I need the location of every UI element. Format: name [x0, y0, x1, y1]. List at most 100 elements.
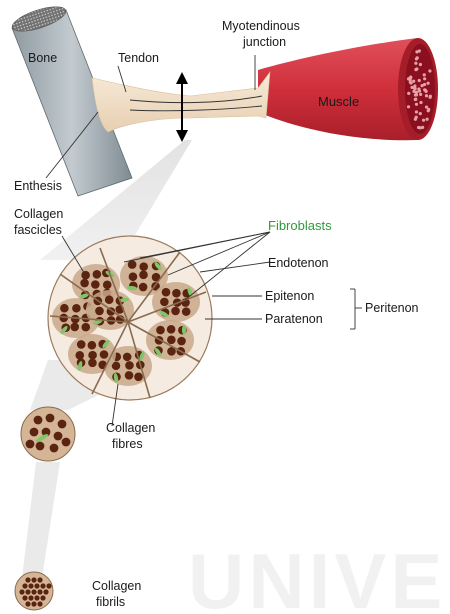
collagen-fibre-dot: [75, 351, 84, 360]
collagen-fibre-dot: [139, 271, 148, 280]
muscle-fibre-end: [429, 95, 432, 98]
collagen-fibril-dot: [31, 589, 36, 594]
collagen-fibre-dot: [125, 361, 134, 370]
collagen-fibril-dot: [25, 577, 30, 582]
collagen-fibre-dot: [134, 373, 143, 382]
collagen-fibre-dot: [103, 281, 112, 290]
muscle-fibre-end: [425, 94, 428, 97]
muscle-fibre-end: [417, 87, 420, 90]
collagen-fibril-dot: [37, 589, 42, 594]
collagen-fibre-dot: [80, 279, 89, 288]
muscle-fibre-end: [409, 81, 412, 84]
muscle-fibre-end: [415, 57, 418, 60]
collagen-fibril-dot: [40, 595, 45, 600]
label-enthesis: Enthesis: [14, 179, 62, 193]
muscle-fibre-end: [413, 84, 416, 87]
collagen-fibril-bundle: [15, 572, 53, 610]
label-collagen-fibres-1: Collagen: [106, 421, 155, 435]
collagen-fibril-dot: [31, 577, 36, 582]
collagen-fibre-dot: [105, 295, 114, 304]
collagen-fibre-dot: [139, 262, 148, 271]
collagen-fibre-dot: [72, 304, 81, 313]
collagen-fibre-dot: [60, 304, 69, 313]
label-muscle: Muscle: [318, 94, 359, 109]
collagen-fibre-dot: [88, 359, 97, 368]
collagen-fibre-dot: [88, 341, 97, 350]
collagen-fibre-dot: [128, 260, 137, 269]
collagen-fibre-dot: [58, 420, 67, 429]
label-collagen-fascicles-2: fascicles: [14, 223, 62, 237]
muscle-fibre-end: [414, 68, 417, 71]
muscle-fibre-end: [409, 75, 412, 78]
collagen-fibre-dot: [71, 315, 80, 324]
muscle-fibre-end: [423, 77, 426, 80]
collagen-fibre-dot: [167, 336, 176, 345]
collagen-fibre-dot: [54, 432, 63, 441]
fibroblast-cell: [182, 325, 186, 335]
collagen-fibre-dot: [91, 280, 100, 289]
collagen-fibril-dot: [28, 583, 33, 588]
label-myotendinous-1: Myotendinous: [222, 19, 300, 33]
label-tendon: Tendon: [118, 51, 159, 65]
muscle-fibre-end: [424, 90, 427, 93]
muscle-fibre-end: [414, 98, 417, 101]
muscle-fibre-end: [417, 126, 420, 129]
collagen-fibre-dot: [139, 283, 148, 292]
collagen-fibre-dot: [95, 307, 104, 316]
collagen-fibre-dot: [36, 442, 45, 451]
muscle-fibre-end: [425, 118, 428, 121]
muscle-fibre-end: [426, 82, 429, 85]
label-collagen-fibres-2: fibres: [112, 437, 143, 451]
collagen-fibre-dot: [50, 444, 59, 453]
collagen-fibre-dot: [34, 416, 43, 425]
collagen-fibril-dot: [28, 595, 33, 600]
collagen-fibre-dot: [46, 414, 55, 423]
label-peritenon: Peritenon: [365, 301, 419, 315]
muscle-fibre-end: [407, 92, 410, 95]
collagen-fibril-dot: [25, 589, 30, 594]
muscle: [258, 38, 438, 140]
label-fibroblasts: Fibroblasts: [268, 218, 332, 233]
collagen-fibril-dot: [34, 583, 39, 588]
collagen-fibre-dot: [177, 337, 186, 346]
collagen-fibril-dot: [46, 583, 51, 588]
collagen-fibre-dot: [93, 270, 102, 279]
collagen-fibre-dot: [88, 351, 97, 360]
collagen-fibril-dot: [25, 601, 30, 606]
collagen-fibril-dot: [40, 583, 45, 588]
muscle-fibre-end: [423, 83, 426, 86]
collagen-fibre-dot: [182, 307, 191, 316]
label-endotenon: Endotenon: [268, 256, 329, 270]
muscle-fibre-end: [414, 62, 417, 65]
magnification-beam-3: [22, 462, 60, 578]
muscle-fibre-end: [412, 80, 415, 83]
muscle-fibre-end: [407, 105, 410, 108]
muscle-fibre-end: [415, 103, 418, 106]
collagen-fibril-dot: [37, 601, 42, 606]
muscle-fibre-end: [419, 63, 422, 66]
collagen-fibril-dot: [22, 583, 27, 588]
muscle-fibre-end: [427, 109, 430, 112]
collagen-fibre-dot: [160, 298, 169, 307]
muscle-fibre-end: [419, 112, 422, 115]
watermark: UNIVERS: [188, 537, 450, 614]
collagen-fibre-dot: [30, 428, 39, 437]
muscle-fibre-end: [418, 79, 421, 82]
collagen-fibre-dot: [77, 340, 86, 349]
muscle-fibre-end: [421, 126, 424, 129]
collagen-fibre-dot: [125, 371, 134, 380]
muscle-fibre-end: [419, 93, 422, 96]
muscle-fibre-end: [422, 119, 425, 122]
collagen-fascicle: [152, 282, 200, 322]
label-myotendinous-2: junction: [242, 35, 286, 49]
muscle-fibre-end: [415, 110, 418, 113]
collagen-fibre-dot: [167, 325, 176, 334]
label-collagen-fascicles-1: Collagen: [14, 207, 63, 221]
collagen-fibre-dot: [100, 350, 109, 359]
collagen-fibre-bundle: [21, 407, 75, 461]
label-paratenon: Paratenon: [265, 312, 323, 326]
collagen-fibre-dot: [156, 326, 165, 335]
collagen-fibre-dot: [81, 323, 90, 332]
collagen-fascicle: [68, 334, 116, 374]
